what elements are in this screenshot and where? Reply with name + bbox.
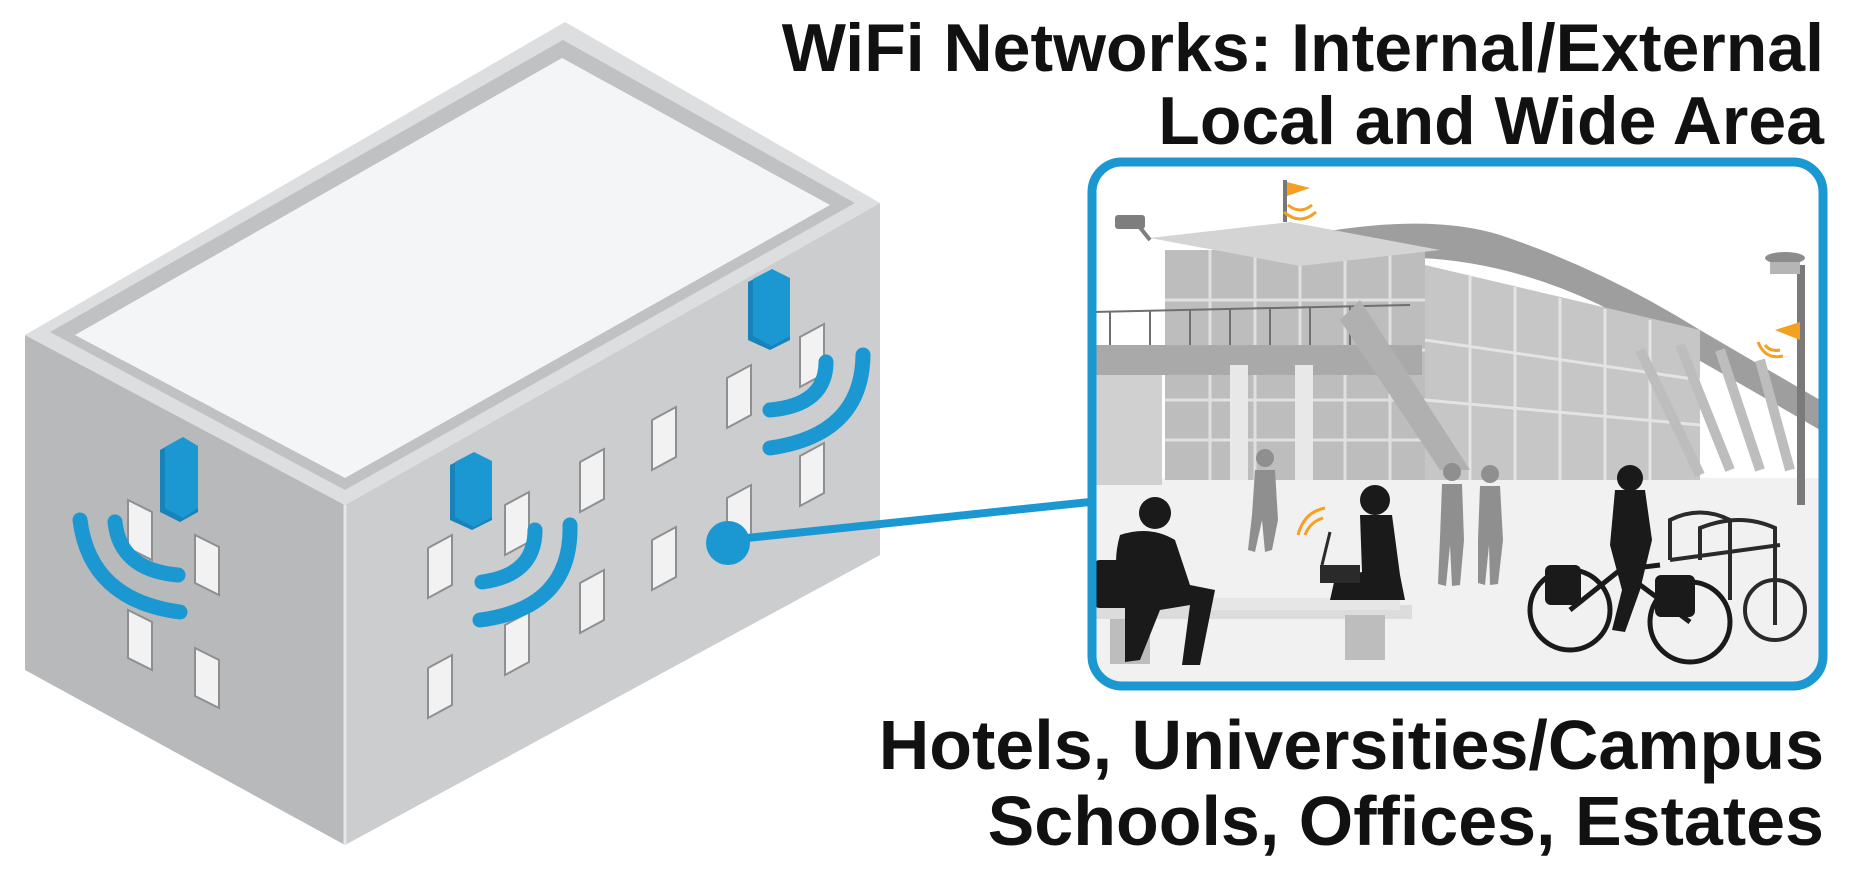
windows-left-wall [127,498,220,710]
wifi-signal-icon [472,517,578,628]
building-roof [75,58,830,478]
top-heading: WiFi Networks: Internal/External Local a… [781,10,1824,160]
building [25,22,1091,845]
connector-dot-icon [706,498,1091,565]
bottom-heading-line-2: Schools, Offices, Estates [987,781,1824,860]
bottom-heading-line-1: Hotels, Universities/Campus [878,706,1824,784]
campus-scene-panel [1087,157,1828,691]
top-heading-line-1: WiFi Networks: Internal/External [781,10,1824,86]
seated-person-silhouette [1092,497,1215,665]
campus-scene-border [1087,157,1828,691]
wifi-signal-icon [1296,506,1326,536]
wifi-signal-icon [1756,341,1784,359]
wifi-signal-icon [72,512,188,620]
cyclist-silhouette [1527,465,1733,665]
bottom-heading: Hotels, Universities/Campus Schools, Off… [878,706,1824,860]
top-heading-line-2: Local and Wide Area [1158,83,1824,160]
wifi-signal-icon [1283,203,1317,221]
wifi-signal-icon [762,347,871,456]
building-right-wall [345,203,880,845]
person-with-laptop-silhouette [1320,485,1405,600]
access-point-icon [160,437,198,522]
access-point-icon [748,269,790,350]
camera-icon [1115,215,1152,242]
bike-rack [1668,510,1807,642]
access-point-icon [450,452,492,530]
pedestrian-silhouettes [1248,449,1503,586]
